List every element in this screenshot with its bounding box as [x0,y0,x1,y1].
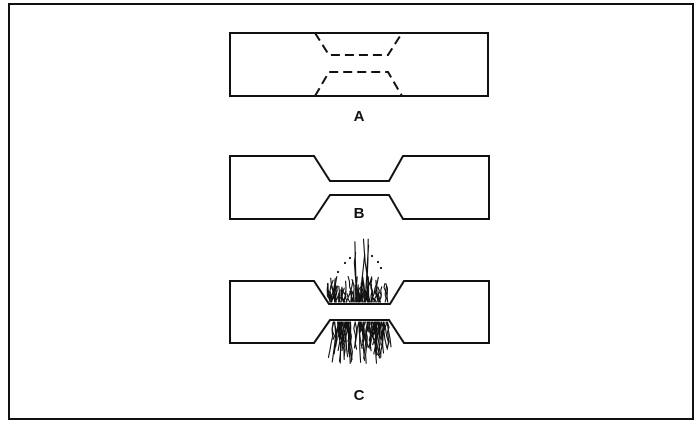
fracture-fiber [368,321,372,341]
fracture-fiber [362,321,366,361]
fracture-fiber [386,321,392,348]
fracture-fiber [358,321,363,350]
fracture-fleck [370,254,374,258]
fracture-fleck [336,270,340,274]
fracture-fiber [374,321,379,356]
fracture-fiber [350,289,354,303]
fracture-fiber [385,283,389,303]
specimen-b: B [229,155,490,222]
fracture-fiber [343,290,347,303]
fracture-fiber [382,321,386,336]
fracture-fiber [344,321,348,348]
fracture-fiber [335,285,338,303]
fracture-fibers-lower [327,321,392,365]
specimen-a: A [229,32,489,125]
fracture-fiber [359,238,366,303]
fracture-fiber [383,283,387,303]
fracture-fleck [379,266,383,270]
fracture-fiber [353,252,359,303]
fracture-fiber [370,278,373,303]
fracture-fiber [341,321,345,360]
fracture-fiber [379,321,383,337]
fracture-fiber [365,321,369,348]
fracture-fiber [378,286,383,303]
fracture-fiber [364,244,370,303]
fracture-fiber [354,321,358,350]
fracture-fiber [354,241,357,303]
fracture-fiber [332,285,337,303]
stage-label-c: C [354,387,365,404]
fracture-fiber [327,321,335,359]
specimen-a-body [229,32,489,97]
fracture-fiber [376,276,379,303]
fracture-fiber [372,321,379,341]
fracture-fibers-upper [326,238,389,303]
stage-label-a: A [354,108,365,125]
fracture-fiber [371,279,377,303]
fracture-fiber [347,321,353,363]
fracture-fiber [328,290,333,303]
fracture-fiber [337,287,344,303]
fracture-fiber [347,321,351,365]
fracture-fiber [383,321,390,350]
fracture-fiber [368,321,376,348]
fracture-fiber [346,293,351,303]
fracture-fiber [376,321,381,357]
fracture-fleck [343,261,347,265]
fracture-fiber [351,278,355,303]
fracture-fiber [371,293,376,303]
fracture-fiber [357,289,360,303]
fracture-fleck [348,256,352,260]
stage-label-b: B [354,205,365,222]
specimen-c: C [229,238,490,404]
specimen-c-outline [229,280,490,344]
specimen-a-neck-upper-outline [314,32,403,56]
specimen-a-neck-lower-outline [314,71,403,97]
specimen-b-outline [229,155,490,220]
fracture-fiber [334,321,340,338]
fracture-fiber [344,321,349,358]
fracture-fleck [376,260,380,264]
fracture-fiber [331,321,337,363]
